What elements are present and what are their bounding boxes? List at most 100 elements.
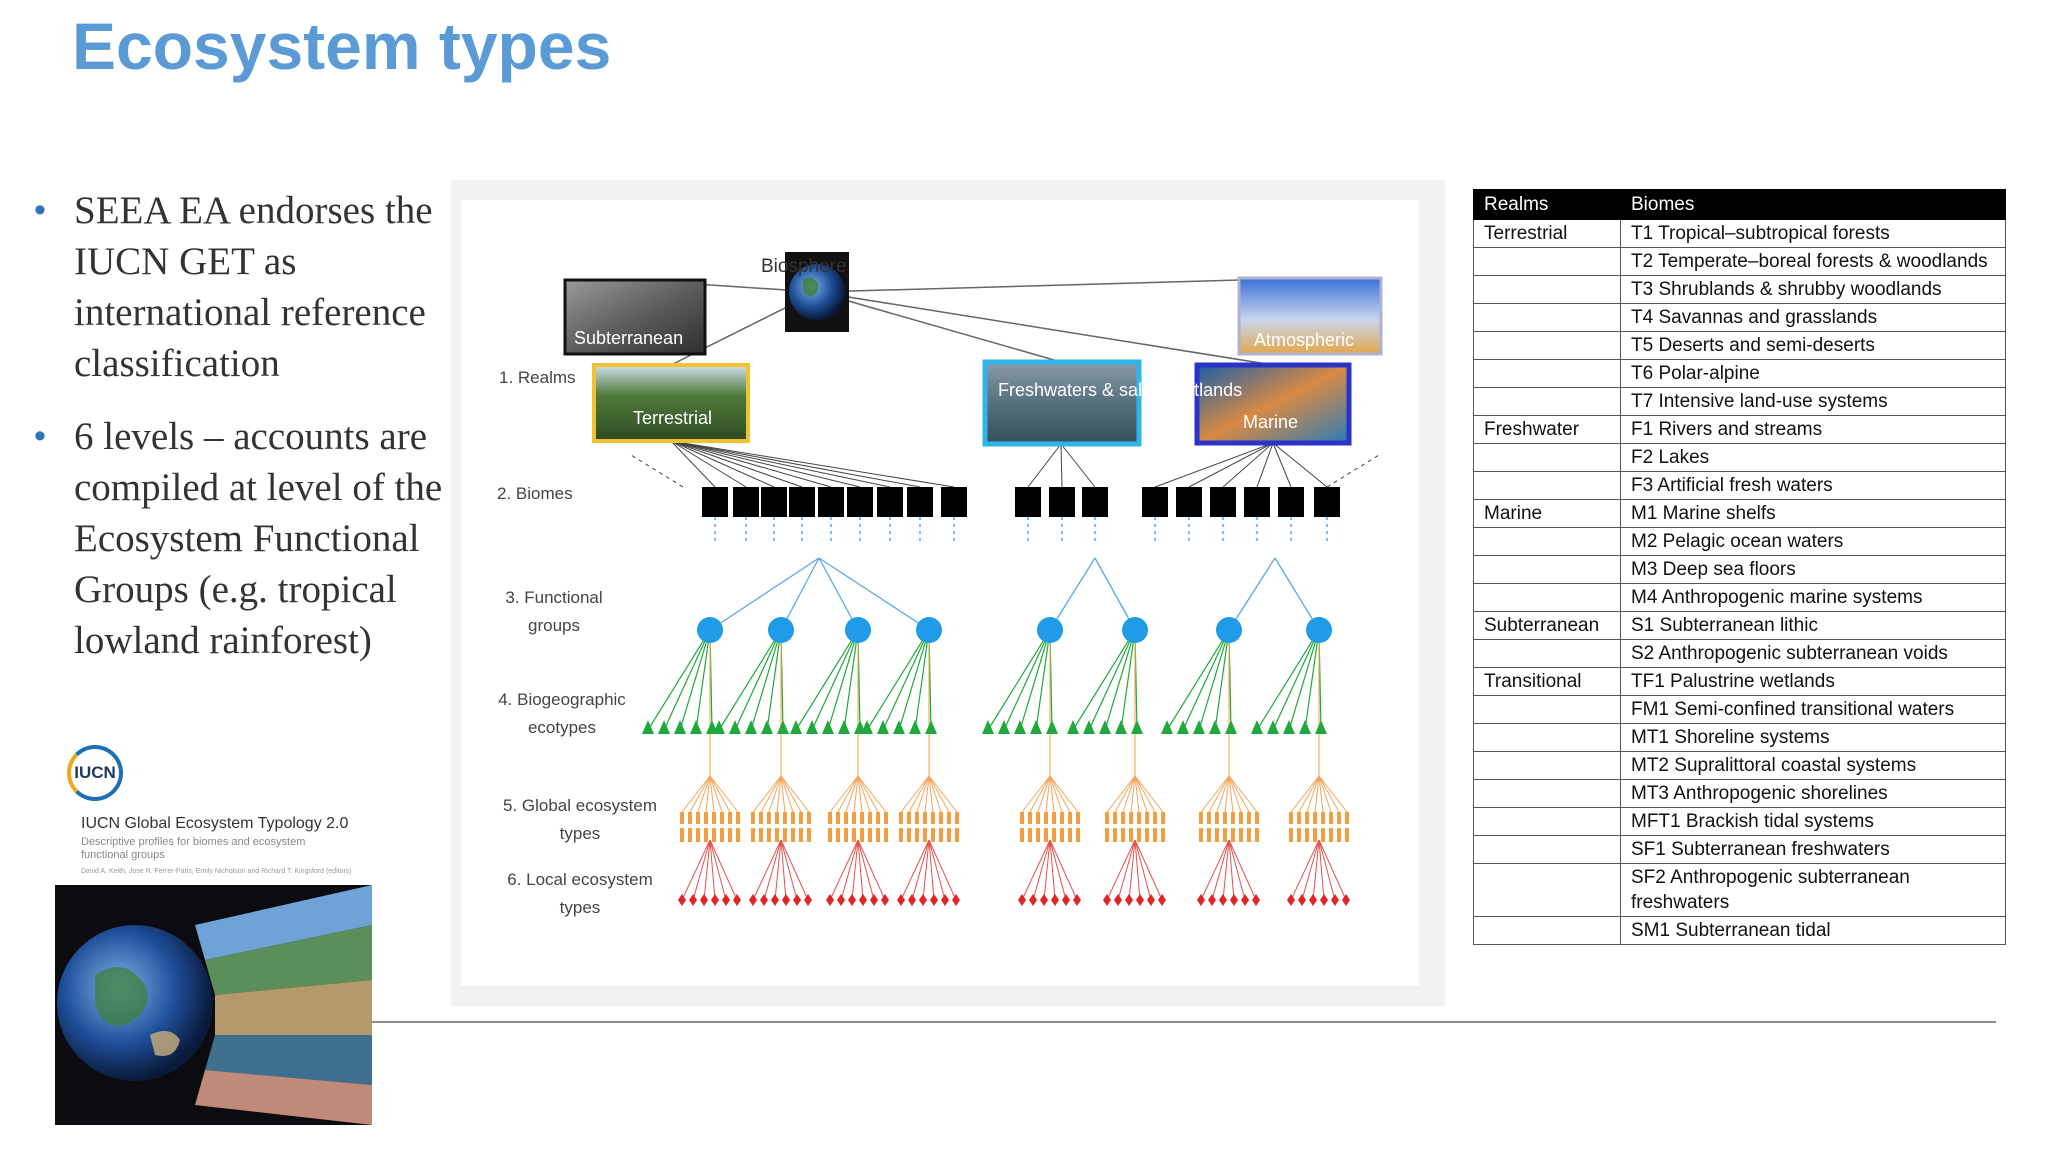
connector-line bbox=[1049, 839, 1056, 901]
global-type-tick bbox=[759, 812, 763, 824]
ecotype-triangle bbox=[1315, 720, 1327, 734]
connector-line bbox=[922, 839, 930, 901]
ecotype-triangle bbox=[777, 720, 789, 734]
global-type-tick bbox=[828, 812, 832, 824]
connector-line bbox=[766, 629, 782, 731]
local-type-diamond bbox=[919, 894, 927, 906]
local-type-diamond bbox=[1320, 894, 1328, 906]
local-type-diamond bbox=[1114, 894, 1122, 906]
local-type-diamond bbox=[1018, 894, 1026, 906]
connector-line bbox=[1326, 454, 1380, 488]
connector-line bbox=[1272, 442, 1292, 488]
biome-boxes bbox=[702, 487, 1340, 517]
global-type-tick bbox=[775, 828, 779, 842]
biome-box bbox=[1244, 487, 1270, 517]
connector-line bbox=[1290, 775, 1320, 813]
global-type-tick bbox=[844, 828, 848, 842]
local-type-diamond bbox=[1136, 894, 1144, 906]
global-type-tick bbox=[828, 828, 832, 842]
connector-line bbox=[827, 629, 859, 731]
connector-line bbox=[647, 629, 711, 731]
global-type-tick bbox=[775, 812, 779, 824]
biome-box bbox=[941, 487, 967, 517]
biome-box bbox=[761, 487, 787, 517]
ecotype-triangle bbox=[761, 720, 773, 734]
global-type-tick bbox=[783, 812, 787, 824]
global-type-tick bbox=[1036, 812, 1040, 824]
connector-line bbox=[816, 277, 1312, 293]
connector-line bbox=[857, 775, 871, 813]
local-type-diamond bbox=[1103, 894, 1111, 906]
connector-line bbox=[689, 775, 711, 813]
global-type-tick bbox=[751, 812, 755, 824]
global-type-tick bbox=[720, 828, 724, 842]
biome-box bbox=[1210, 487, 1236, 517]
global-type-tick bbox=[955, 812, 959, 824]
table-row: M4 Anthropogenic marine systems bbox=[1473, 583, 2006, 612]
connector-line bbox=[630, 454, 684, 488]
local-type-diamond bbox=[722, 894, 730, 906]
biome-cell: T6 Polar-alpine bbox=[1620, 359, 2006, 388]
global-type-tick bbox=[844, 812, 848, 824]
global-type-tick bbox=[688, 828, 692, 842]
global-type-tick bbox=[1305, 812, 1309, 824]
bullet-dot-icon: • bbox=[34, 417, 46, 455]
local-type-nodes bbox=[678, 894, 1350, 906]
connector-line bbox=[1298, 775, 1320, 813]
global-type-tick bbox=[899, 828, 903, 842]
global-type-tick bbox=[696, 812, 700, 824]
connector-line bbox=[1003, 629, 1051, 731]
functional-group-nodes bbox=[697, 617, 1332, 643]
local-type-diamond bbox=[1073, 894, 1081, 906]
local-type-diamond bbox=[1287, 894, 1295, 906]
global-type-tick bbox=[931, 828, 935, 842]
realm-cell bbox=[1473, 247, 1621, 276]
biome-cell: SM1 Subterranean tidal bbox=[1620, 916, 2006, 945]
connector-line bbox=[1318, 839, 1336, 901]
ecotype-triangle bbox=[642, 720, 654, 734]
global-type-tick bbox=[1060, 812, 1064, 824]
global-type-tick bbox=[751, 828, 755, 842]
report-title: IUCN Global Ecosystem Typology 2.0 bbox=[81, 815, 349, 832]
connector-line bbox=[1222, 839, 1230, 901]
local-type-diamond bbox=[1230, 894, 1238, 906]
connector-line bbox=[916, 775, 930, 813]
biome-cell: T3 Shrublands & shrubby woodlands bbox=[1620, 275, 2006, 304]
terrestrial-node bbox=[592, 363, 750, 443]
ecotype-triangle bbox=[861, 720, 873, 734]
realm-cell bbox=[1473, 695, 1621, 724]
local-type-diamond bbox=[826, 894, 834, 906]
local-type-diamond bbox=[782, 894, 790, 906]
hierarchy-graphic: Biosphere Subterranean Atmospheric Terre… bbox=[563, 252, 1383, 906]
connector-line bbox=[900, 775, 930, 813]
functional-group-circle bbox=[1216, 617, 1242, 643]
ecotype-triangle bbox=[745, 720, 757, 734]
connector-line bbox=[1272, 442, 1328, 488]
connector-line bbox=[1027, 443, 1062, 488]
iucn-report-cover: IUCN IUCN Global Ecosystem Typology 2.0 … bbox=[55, 735, 372, 1125]
ecotype-triangle bbox=[1083, 720, 1095, 734]
functional-group-circle bbox=[1037, 617, 1063, 643]
subterranean-label: Subterranean bbox=[574, 328, 683, 348]
global-type-tick bbox=[876, 828, 880, 842]
global-type-tick bbox=[1161, 828, 1165, 842]
global-type-tick bbox=[767, 828, 771, 842]
local-type-diamond bbox=[859, 894, 867, 906]
global-type-tick bbox=[1129, 812, 1133, 824]
global-type-tick bbox=[1036, 828, 1040, 842]
global-type-tick bbox=[955, 828, 959, 842]
connector-line bbox=[1049, 839, 1078, 901]
connector-line bbox=[1019, 629, 1051, 731]
functional-group-circle bbox=[916, 617, 942, 643]
connector-line bbox=[1318, 775, 1324, 813]
realm-cell bbox=[1473, 331, 1621, 360]
global-type-tick bbox=[807, 828, 811, 842]
global-type-tick bbox=[907, 812, 911, 824]
local-type-diamond bbox=[930, 894, 938, 906]
biome-cell: S1 Subterranean lithic bbox=[1620, 611, 2006, 640]
biome-cell: F1 Rivers and streams bbox=[1620, 415, 2006, 444]
global-type-tick bbox=[1020, 812, 1024, 824]
global-type-tick bbox=[791, 812, 795, 824]
table-row: MT1 Shoreline systems bbox=[1473, 723, 2006, 752]
global-type-tick bbox=[1297, 812, 1301, 824]
